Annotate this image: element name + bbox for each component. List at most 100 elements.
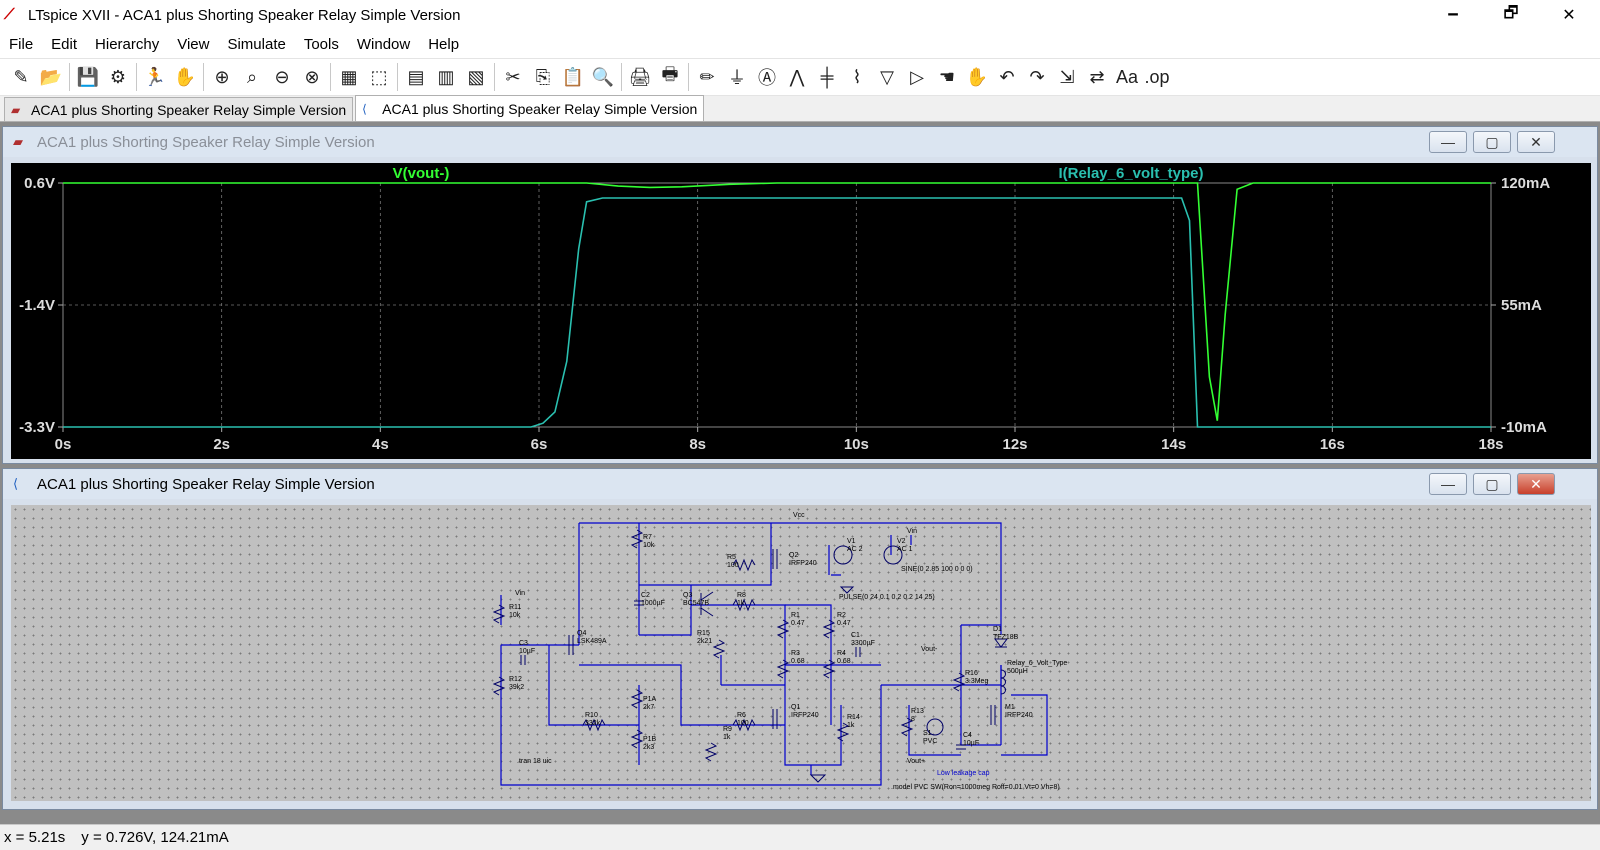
- component-ref[interactable]: R6: [737, 712, 746, 719]
- plot-settings-icon[interactable]: ⬚: [370, 66, 388, 87]
- component-value[interactable]: 1k: [723, 734, 731, 741]
- resistor-icon[interactable]: ⋀: [789, 66, 805, 87]
- spice-directive[interactable]: PULSE(0 24 0.1 0.2 0.2 14 25): [839, 594, 935, 601]
- component-value[interactable]: 3.3Meg: [965, 678, 988, 685]
- open-icon[interactable]: 📂: [39, 66, 63, 87]
- rotate-icon[interactable]: ⇲: [1059, 66, 1075, 87]
- component-value[interactable]: 100: [727, 562, 739, 569]
- component-value[interactable]: IRFP240: [1005, 712, 1033, 719]
- component-ref[interactable]: Q2: [789, 552, 798, 559]
- component-value[interactable]: 1000µF: [641, 600, 665, 607]
- zoom-cancel-icon[interactable]: ⊗: [304, 66, 320, 87]
- component-value[interactable]: 39k2: [509, 684, 524, 691]
- component-ref[interactable]: P1A: [643, 696, 657, 703]
- component-ref[interactable]: R5: [727, 554, 736, 561]
- spice-directive[interactable]: .model PVC SW(Ron=1000meg Roff=0.01 Vt=0…: [891, 784, 1060, 791]
- component-ref[interactable]: S1: [923, 730, 932, 737]
- paste-icon[interactable]: 📋: [561, 66, 585, 87]
- component-ref[interactable]: D1: [993, 626, 1002, 633]
- component-value[interactable]: IRFP240: [791, 712, 819, 719]
- zoom-in-icon[interactable]: ⊕: [214, 66, 230, 87]
- net-label[interactable]: Vout+: [907, 758, 925, 765]
- component-ref[interactable]: R2: [837, 612, 846, 619]
- component-ref[interactable]: R11: [509, 604, 521, 611]
- pan-icon[interactable]: ✋: [173, 66, 197, 87]
- waveform-maximize-button[interactable]: ▢: [1473, 131, 1511, 153]
- zoom-out-icon[interactable]: ⊖: [274, 66, 290, 87]
- component-ref[interactable]: Relay_6_Volt_Type: [1007, 660, 1067, 667]
- component-value[interactable]: AC 2: [847, 546, 863, 553]
- tile-horizontal-icon[interactable]: ▤: [407, 66, 425, 87]
- autorange-icon[interactable]: ▦: [340, 66, 358, 87]
- net-label[interactable]: Low leakage cap: [937, 770, 990, 777]
- new-schematic-icon[interactable]: ✎: [13, 66, 29, 87]
- undo-icon[interactable]: ↶: [999, 66, 1015, 87]
- component-value[interactable]: 500µH: [1007, 668, 1028, 675]
- component-ref[interactable]: C4: [963, 732, 972, 739]
- component-ref[interactable]: C3: [519, 640, 528, 647]
- component-value[interactable]: IRFP240: [789, 560, 817, 567]
- component-value[interactable]: 3300µF: [851, 640, 875, 647]
- inductor-icon[interactable]: ⌇: [852, 66, 862, 87]
- component-value[interactable]: 0.68: [791, 658, 805, 665]
- print-icon[interactable]: 🖶: [661, 64, 679, 84]
- find-icon[interactable]: 🔍: [591, 66, 615, 87]
- close-button[interactable]: ✕: [1562, 7, 1576, 24]
- print-setup-icon[interactable]: 🖨: [628, 66, 652, 87]
- component-icon[interactable]: ▷: [910, 66, 924, 87]
- component-value[interactable]: 2k7: [643, 704, 654, 711]
- component-ref[interactable]: Q3: [683, 592, 692, 599]
- component-value[interactable]: 10µF: [519, 648, 535, 655]
- zoom-full-icon[interactable]: ⌕: [246, 66, 258, 87]
- menu-simulate[interactable]: Simulate: [227, 35, 286, 53]
- component-ref[interactable]: M1: [1005, 704, 1015, 711]
- waveform-window-titlebar[interactable]: ▰ ACA1 plus Shorting Speaker Relay Simpl…: [3, 127, 1597, 157]
- component-value[interactable]: LSK489A: [577, 638, 607, 645]
- wire-icon[interactable]: ✏: [699, 66, 715, 87]
- spice-directive-icon[interactable]: .op: [1144, 66, 1170, 87]
- spice-directive[interactable]: .tran 18 uic: [517, 758, 552, 765]
- component-ref[interactable]: R13: [911, 708, 924, 715]
- component-ref[interactable]: C1: [851, 632, 860, 639]
- label-icon[interactable]: Ⓐ: [758, 68, 776, 88]
- text-icon[interactable]: Aa: [1115, 66, 1139, 87]
- component-value[interactable]: 8: [911, 716, 915, 723]
- component-ref[interactable]: R7: [643, 534, 652, 541]
- component-ref[interactable]: R10: [585, 712, 598, 719]
- component-ref[interactable]: R4: [837, 650, 846, 657]
- drag-icon[interactable]: ✋: [965, 66, 989, 87]
- component-value[interactable]: 10k: [509, 612, 521, 619]
- move-icon[interactable]: ☚: [938, 66, 956, 87]
- diode-icon[interactable]: ▽: [880, 66, 894, 87]
- tile-vertical-icon[interactable]: ▧: [467, 66, 485, 87]
- control-panel-icon[interactable]: ⚙: [109, 66, 127, 87]
- restore-button[interactable]: 🗗: [1503, 4, 1519, 22]
- net-label[interactable]: Vcc: [793, 512, 805, 519]
- component-value[interactable]: 10µF: [963, 740, 979, 747]
- menu-view[interactable]: View: [177, 35, 210, 53]
- component-ref[interactable]: R15: [697, 630, 710, 637]
- component-value[interactable]: 1k: [737, 600, 745, 607]
- capacitor-icon[interactable]: ╪: [820, 66, 834, 87]
- component-value[interactable]: 0.68: [837, 658, 851, 665]
- ground-icon[interactable]: ⏚: [728, 68, 746, 88]
- component-value[interactable]: 2k3: [643, 744, 654, 751]
- component-value[interactable]: TFZ18B: [993, 634, 1019, 641]
- component-ref[interactable]: R9: [723, 726, 732, 733]
- menu-window[interactable]: Window: [356, 35, 411, 53]
- component-ref[interactable]: Q4: [577, 630, 586, 637]
- net-label[interactable]: Vout-: [921, 646, 938, 653]
- schematic-window-titlebar[interactable]: ⟨ ACA1 plus Shorting Speaker Relay Simpl…: [3, 469, 1597, 499]
- net-label[interactable]: Vin: [515, 590, 525, 597]
- waveform-minimize-button[interactable]: —: [1429, 131, 1467, 153]
- net-label[interactable]: Vin: [907, 528, 917, 535]
- menu-help[interactable]: Help: [428, 35, 460, 53]
- component-ref[interactable]: R12: [509, 676, 522, 683]
- cascade-icon[interactable]: ▥: [437, 66, 455, 87]
- component-value[interactable]: 0.47: [837, 620, 851, 627]
- run-icon[interactable]: 🏃: [143, 66, 167, 87]
